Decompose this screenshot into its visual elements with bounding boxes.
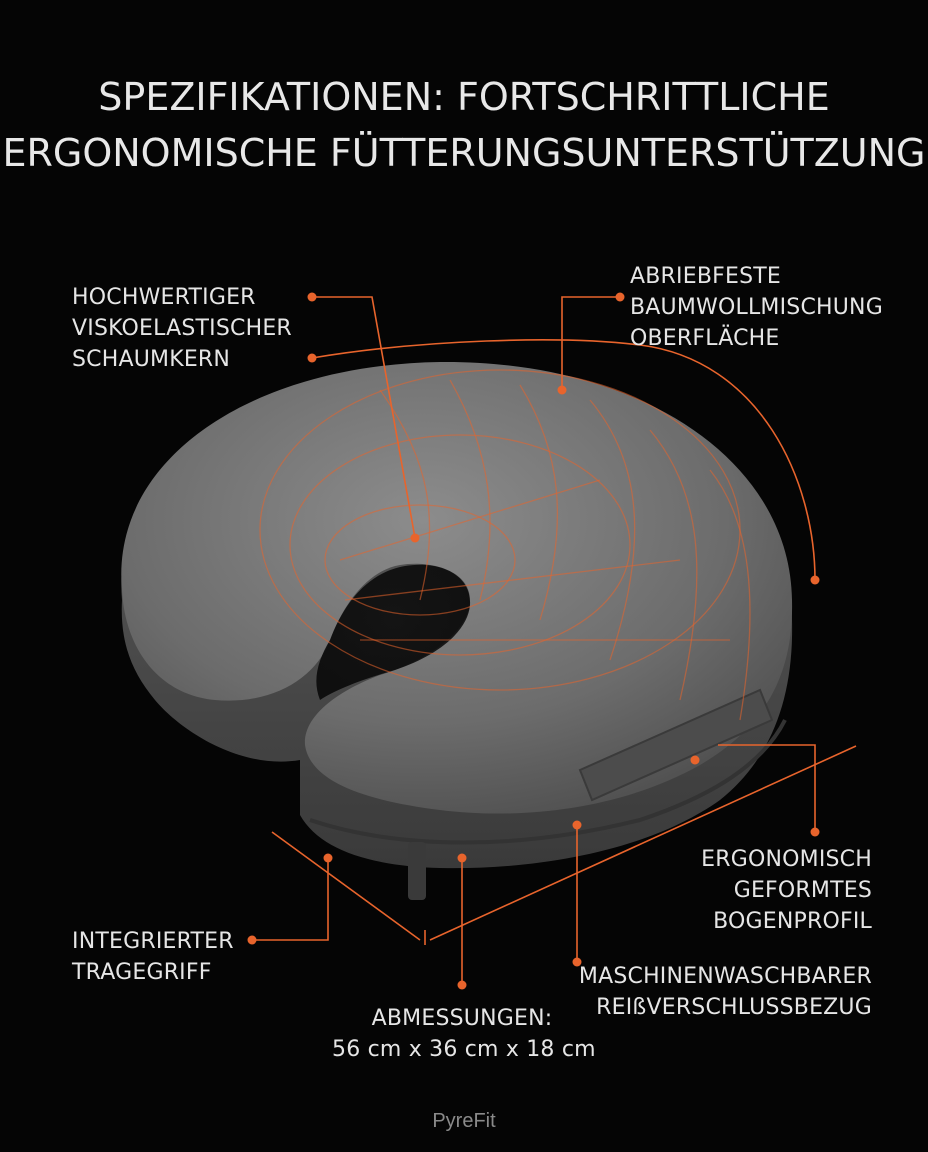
callout-foam-core: HOCHWERTIGER VISKOELASTISCHER SCHAUMKERN	[72, 282, 292, 375]
callout-text: OBERFLÄCHE	[630, 326, 780, 351]
callout-arc-profile: ERGONOMISCH GEFORMTES BOGENPROFIL	[701, 844, 872, 937]
callout-cover: MASCHINENWASCHBARER REIßVERSCHLUSSBEZUG	[579, 961, 872, 1023]
callout-surface: ABRIEBFESTE BAUMWOLLMISCHUNG OBERFLÄCHE	[630, 261, 883, 354]
callout-text: BOGENPROFIL	[713, 909, 872, 934]
callout-text: 56 cm x 36 cm x 18 cm	[332, 1037, 596, 1062]
callout-lines	[252, 296, 857, 985]
callout-text: VISKOELASTISCHER	[72, 316, 292, 341]
pillow-body	[121, 361, 793, 900]
page-title-line-1: SPEZIFIKATIONEN: FORTSCHRITTLICHE	[98, 75, 830, 119]
callout-dots	[247, 292, 820, 990]
callout-text: MASCHINENWASCHBARER	[578, 964, 872, 989]
callout-text: HOCHWERTIGER	[72, 285, 256, 310]
foam-mesh-overlay	[259, 369, 751, 721]
callout-dimensions: ABMESSUNGEN: 56 cm x 36 cm x 18 cm	[332, 1003, 596, 1065]
brand-logo-text: PyreFit	[432, 1110, 496, 1132]
callout-text: TRAGEGRIFF	[72, 960, 212, 985]
callout-text: ABMESSUNGEN:	[371, 1006, 553, 1031]
callout-text: ABRIEBFESTE	[630, 264, 781, 289]
page-title-line-2: ERGONOMISCHE FÜTTERUNGSUNTERSTÜTZUNG	[2, 131, 926, 175]
callout-handle: INTEGRIERTER TRAGEGRIFF	[72, 926, 234, 988]
callout-text: ERGONOMISCH	[701, 847, 872, 872]
callout-text: BAUMWOLLMISCHUNG	[630, 295, 883, 320]
callout-text: INTEGRIERTER	[72, 929, 234, 954]
callout-text: SCHAUMKERN	[72, 347, 231, 372]
callout-text: REIßVERSCHLUSSBEZUG	[596, 995, 872, 1020]
callout-text: GEFORMTES	[733, 878, 872, 903]
